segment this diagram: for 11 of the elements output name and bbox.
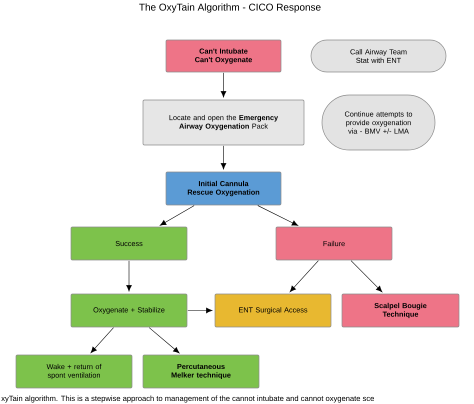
arrow	[350, 260, 382, 292]
arrow	[160, 205, 194, 226]
arrow	[148, 327, 180, 354]
arrow	[258, 205, 298, 226]
title: The OxyTain Algorithm - CICO Response	[139, 3, 321, 13]
arrow	[290, 260, 319, 292]
arrow	[126, 260, 132, 292]
arrow	[220, 72, 226, 98]
arrow	[188, 308, 212, 314]
arrow	[220, 146, 226, 170]
arrow	[90, 327, 114, 354]
